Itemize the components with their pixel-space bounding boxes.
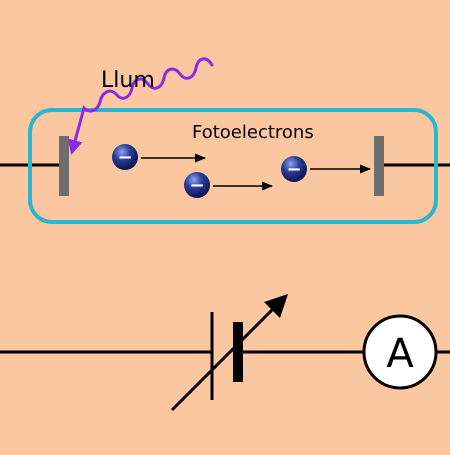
electron-sign: −: [189, 175, 204, 196]
electron-sign: −: [117, 147, 132, 168]
cathode-plate: [59, 136, 69, 196]
anode-plate: [374, 136, 384, 196]
electron-sign: −: [286, 159, 301, 180]
electrons-label: Fotoelectrons: [192, 122, 314, 143]
vacuum-tube: [28, 108, 438, 224]
light-label: Llum: [101, 68, 155, 93]
ammeter-label: A: [386, 331, 414, 377]
electron-icon: −: [281, 156, 307, 182]
electron-icon: −: [112, 144, 138, 170]
variable-battery-icon: [170, 294, 288, 412]
electron-icon: −: [184, 172, 210, 198]
ammeter-icon: A: [362, 314, 438, 390]
wavy-light-arrow-icon: [67, 57, 214, 155]
